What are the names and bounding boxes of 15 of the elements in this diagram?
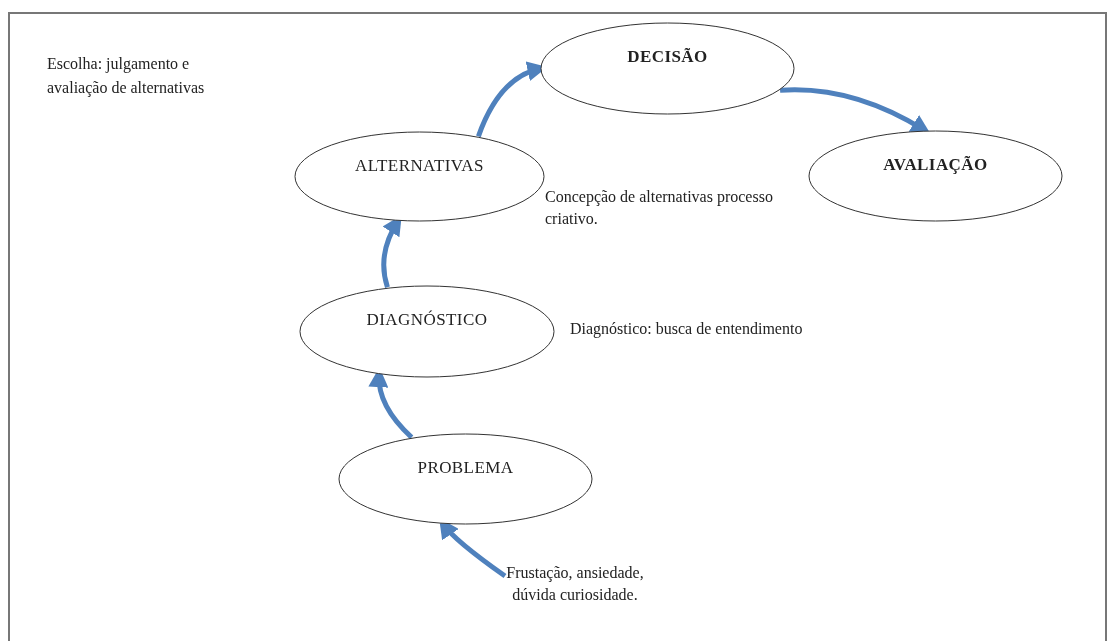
note-text: Frustação, ansiedade, dúvida curiosidade. [505,562,645,634]
annotation-text: Escolha: julgamento e avaliação de alternativas [47,54,206,99]
node-label: DECISÃO [627,46,708,68]
ellipse-node [540,22,795,115]
node-label: PROBLEMA [417,457,514,479]
node-label: ALTERNATIVAS [355,155,484,177]
ellipse-node [338,433,593,525]
curved-arrow [779,87,931,134]
node-label: DIAGNÓSTICO [366,309,488,331]
ellipse-node [294,131,545,222]
ellipse-node [808,130,1063,222]
ellipse-node [299,285,555,378]
annotation-text: Diagnóstico: busca de entendimento [570,319,804,340]
annotation-text: Concepção de alternativas processo criativo. [545,187,774,229]
node-label: AVALIAÇÃO [883,154,988,176]
